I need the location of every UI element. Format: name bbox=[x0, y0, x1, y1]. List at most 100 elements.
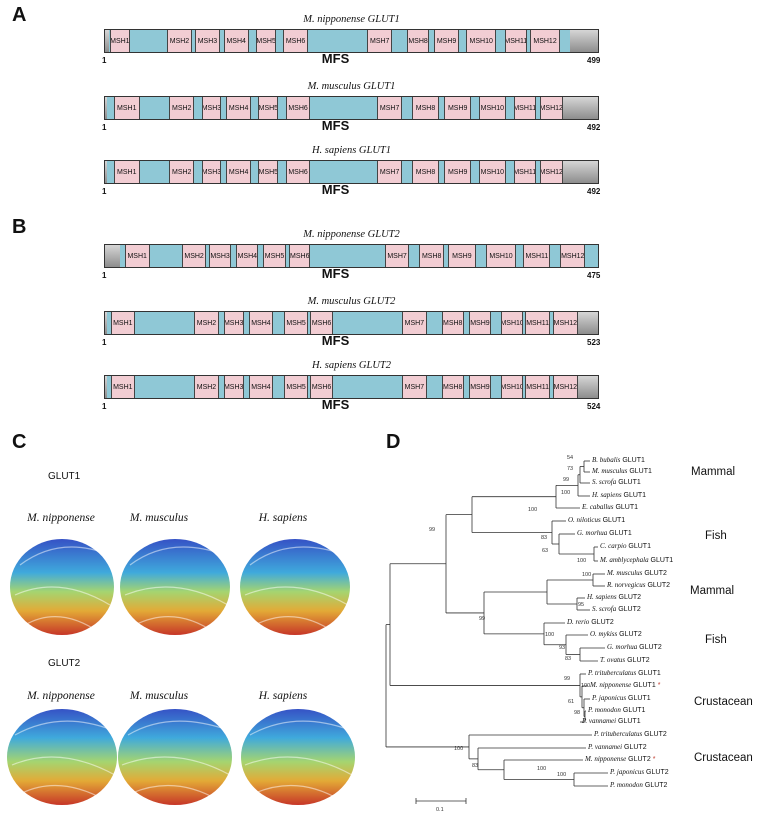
helix-segment-7: MSH7 bbox=[377, 161, 402, 183]
tree-leaf: P. japonicus GLUT2 bbox=[610, 768, 669, 776]
glut1-title-3: H. sapiens GLUT1 bbox=[311, 145, 392, 156]
ribbon-m-musculus-glut1 bbox=[120, 539, 230, 635]
helix-segment-7: MSH7 bbox=[367, 30, 393, 52]
panel-label-a: A bbox=[12, 4, 27, 26]
helix-segment-2: MSH2 bbox=[194, 312, 219, 334]
tree-leaf: M. musculus GLUT1 bbox=[592, 467, 652, 475]
bootstrap-value: 100 bbox=[582, 572, 592, 578]
ribbon-m-nipponense-glut2 bbox=[7, 709, 117, 805]
tree-leaf: E. caballus GLUT1 bbox=[582, 503, 639, 511]
helix-segment-8: MSH8 bbox=[419, 245, 445, 267]
helix-segment-12: MSH12 bbox=[539, 161, 563, 183]
mfs-domain-label: MFS bbox=[321, 266, 350, 281]
helix-segment-3: MSH3 bbox=[208, 245, 232, 267]
helix-segment-4: MSH4 bbox=[226, 97, 252, 119]
helix-segment-5: MSH5 bbox=[256, 30, 276, 52]
tree-leaf: O. niloticus GLUT1 bbox=[568, 516, 626, 524]
clade-group-label: Mammal bbox=[690, 585, 735, 597]
helix-segment-2: MSH2 bbox=[169, 161, 195, 183]
mfs-domain-label: MFS bbox=[321, 51, 350, 66]
end-position: 499 bbox=[587, 56, 601, 65]
tree-leaf: S. scrofa GLUT2 bbox=[592, 605, 641, 613]
n-terminal-cap bbox=[105, 97, 107, 119]
helix-segment-1: MSH1 bbox=[124, 245, 150, 267]
clade-group-label: Fish bbox=[705, 634, 727, 646]
helix-segment-4: MSH4 bbox=[223, 30, 249, 52]
helix-segment-6: MSH6 bbox=[283, 30, 308, 52]
tree-leaf: R. norvegicus GLUT2 bbox=[607, 581, 671, 589]
species-label-glut1-1: M. nipponense bbox=[27, 512, 95, 524]
tree-leaf: T. ovatus GLUT2 bbox=[600, 656, 650, 664]
helix-segment-11: MSH11 bbox=[523, 245, 551, 267]
start-position: 1 bbox=[102, 271, 107, 280]
ribbon-m-musculus-glut2 bbox=[118, 709, 232, 805]
ribbon-h-sapiens-glut2 bbox=[241, 709, 355, 805]
helix-segment-11: MSH11 bbox=[513, 97, 536, 119]
helix-segment-12: MSH12 bbox=[552, 312, 578, 334]
helix-segment-10: MSH10 bbox=[478, 161, 506, 183]
helix-segment-10: MSH10 bbox=[478, 97, 506, 119]
bootstrap-value: 95 bbox=[578, 602, 585, 608]
helix-segment-10: MSH10 bbox=[501, 312, 524, 334]
helix-segment-4: MSH4 bbox=[248, 312, 274, 334]
species-label-glut1-2: M. musculus bbox=[129, 512, 189, 524]
helix-segment-6: MSH6 bbox=[310, 312, 333, 334]
helix-segment-9: MSH9 bbox=[434, 30, 459, 52]
tree-leaf: P. monodon GLUT2 bbox=[610, 781, 668, 789]
panel-label-d: D bbox=[386, 431, 401, 453]
end-position: 492 bbox=[587, 187, 601, 196]
helix-segment-1: MSH1 bbox=[109, 30, 130, 52]
tree-leaf: G. morhua GLUT1 bbox=[577, 529, 632, 537]
glut2-title-1: M. nipponense GLUT2 bbox=[303, 229, 400, 240]
helix-segment-3: MSH3 bbox=[201, 161, 222, 183]
helix-segment-5: MSH5 bbox=[263, 245, 286, 267]
tree-leaf: P. monodon GLUT1 bbox=[588, 706, 646, 714]
bootstrap-value: 99 bbox=[564, 676, 571, 682]
helix-segment-6: MSH6 bbox=[310, 376, 333, 398]
helix-segment-2: MSH2 bbox=[194, 376, 219, 398]
helix-segment-8: MSH8 bbox=[406, 30, 430, 52]
helix-segment-9: MSH9 bbox=[447, 245, 477, 267]
start-position: 1 bbox=[102, 338, 107, 347]
glut2-title-3: H. sapiens GLUT2 bbox=[311, 360, 392, 371]
mfs-domain-label: MFS bbox=[321, 182, 350, 197]
end-position: 492 bbox=[587, 123, 601, 132]
helix-segment-9: MSH9 bbox=[444, 97, 472, 119]
helix-segment-4: MSH4 bbox=[248, 376, 274, 398]
bootstrap-value: 83 bbox=[541, 535, 548, 541]
glut2-protein-structures bbox=[7, 709, 355, 805]
helix-segment-2: MSH2 bbox=[167, 30, 192, 52]
tree-leaf: G. morhua GLUT2 bbox=[607, 643, 662, 651]
species-label-glut2-3: H. sapiens bbox=[258, 690, 308, 702]
helix-segment-1: MSH1 bbox=[110, 312, 135, 334]
clade-group-label: Crustacean bbox=[694, 696, 753, 708]
helix-segment-4: MSH4 bbox=[226, 161, 252, 183]
helix-segment-7: MSH7 bbox=[402, 312, 427, 334]
glut1-protein-structures bbox=[10, 539, 350, 635]
tree-leaf: M. nipponense GLUT1 * bbox=[590, 681, 661, 689]
tree-leaf: M. amblycephala GLUT1 bbox=[600, 556, 674, 564]
bootstrap-value: 54 bbox=[567, 455, 574, 461]
c-terminal-cap bbox=[577, 312, 598, 334]
tree-leaf: P. vannamei GLUT2 bbox=[588, 743, 647, 751]
helix-segment-9: MSH9 bbox=[468, 376, 492, 398]
n-terminal-cap bbox=[105, 161, 107, 183]
mfs-domain-label: MFS bbox=[321, 333, 350, 348]
bootstrap-value: 83 bbox=[472, 763, 479, 769]
tree-leaf: P. vannamei GLUT1 bbox=[582, 717, 641, 725]
helix-segment-2: MSH2 bbox=[181, 245, 207, 267]
tree-leaf: D. rerio GLUT2 bbox=[567, 618, 614, 626]
helix-segment-11: MSH11 bbox=[504, 30, 527, 52]
helix-segment-6: MSH6 bbox=[289, 245, 311, 267]
helix-segment-4: MSH4 bbox=[236, 245, 259, 267]
tree-leaf: O. mykiss GLUT2 bbox=[590, 630, 642, 638]
tree-leaf: C. carpio GLUT1 bbox=[600, 542, 651, 550]
n-terminal-cap bbox=[105, 30, 109, 52]
bootstrap-value: 99 bbox=[479, 616, 486, 622]
helix-segment-5: MSH5 bbox=[258, 97, 279, 119]
bootstrap-value: 100 bbox=[577, 558, 587, 564]
